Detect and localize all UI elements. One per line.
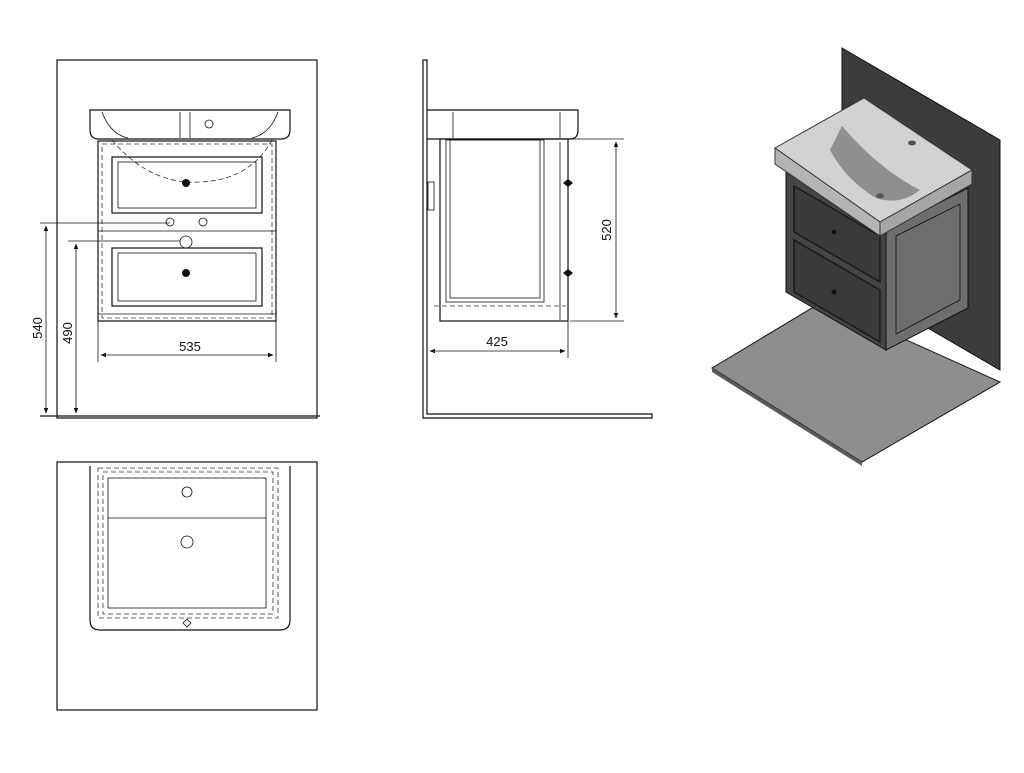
- top-basin-outline: [89, 466, 291, 631]
- top-view-outline: [56, 461, 318, 711]
- front-fitting-hole-left-icon: [165, 217, 175, 227]
- side-view: 520 425: [422, 59, 653, 419]
- render-drain-icon: [876, 193, 884, 199]
- render-floor-edge: [712, 368, 862, 466]
- side-dim-520-label: 520: [599, 219, 614, 241]
- front-basin-curve-right: [251, 111, 279, 139]
- render-floor: [711, 301, 1002, 463]
- front-top-drawer-knob-icon: [182, 179, 190, 187]
- render-top-drawer: [793, 184, 881, 284]
- front-hidden-bowl: [111, 139, 273, 183]
- front-basin-curve-left: [101, 111, 129, 139]
- top-drawer-outline: [107, 477, 267, 609]
- render-top-knob-icon: [831, 229, 837, 235]
- top-view: [56, 461, 318, 711]
- front-view: 540 490 535: [30, 59, 320, 419]
- front-bottom-drawer: [111, 247, 263, 307]
- side-basin-rim: [427, 109, 579, 140]
- front-basin-rim: [89, 109, 291, 140]
- front-wall-outline: [56, 59, 318, 419]
- isometric-render: [711, 47, 1002, 466]
- top-knob-icon: [182, 618, 192, 628]
- side-top-knob-icon: [563, 179, 573, 187]
- side-cabinet-panel: [445, 139, 545, 303]
- front-fitting-hole-right-icon: [198, 217, 208, 227]
- front-top-drawer-panel: [117, 161, 257, 209]
- render-basin-bowl: [830, 126, 920, 201]
- side-wall-and-floor: [422, 59, 653, 419]
- render-basin-side: [879, 169, 973, 237]
- side-wall-bracket: [427, 181, 435, 211]
- top-waste-hole-icon: [180, 535, 194, 549]
- render-bottom-knob-icon: [831, 289, 837, 295]
- front-waste-outlet-icon: [179, 235, 193, 249]
- render-cabinet-side-panel: [895, 203, 961, 335]
- front-dim-540-label: 540: [30, 317, 45, 339]
- side-bottom-knob-icon: [563, 269, 573, 277]
- side-dim-425-label: 425: [486, 334, 508, 349]
- front-bottom-drawer-panel: [117, 252, 257, 302]
- front-tap-hole-icon: [204, 119, 214, 129]
- top-hidden-cabinet: [97, 467, 279, 619]
- render-tap-hole-icon: [908, 140, 916, 146]
- front-bottom-drawer-knob-icon: [182, 269, 190, 277]
- side-cabinet-body: [439, 138, 569, 322]
- front-dim-535-label: 535: [179, 339, 201, 354]
- top-hidden-cabinet-inner: [102, 471, 274, 615]
- front-top-drawer: [111, 156, 263, 214]
- top-tap-hole-icon: [181, 486, 193, 498]
- side-cabinet-panel-inner: [449, 139, 541, 299]
- render-bottom-drawer: [793, 238, 881, 344]
- front-dim-490-label: 490: [60, 322, 75, 344]
